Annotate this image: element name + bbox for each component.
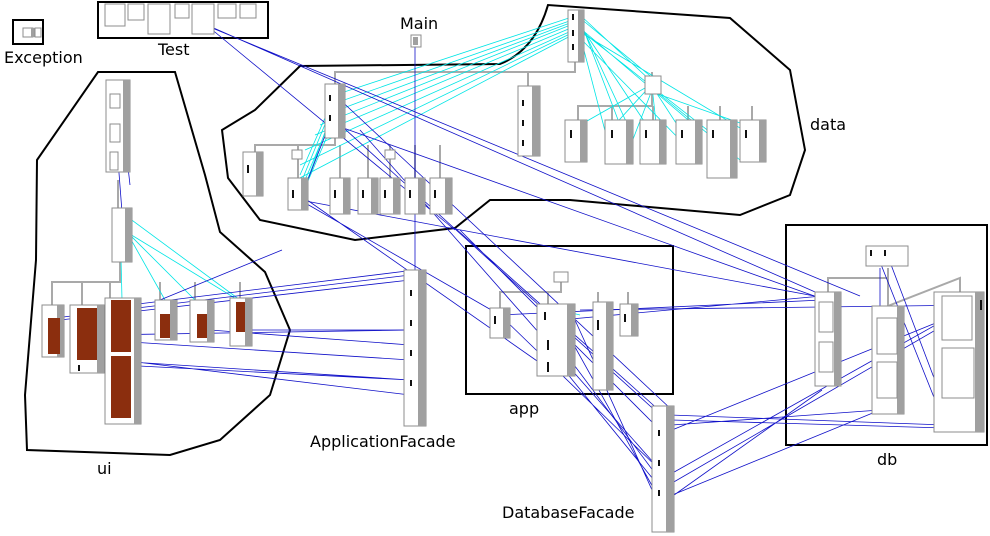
exception-label: Exception: [4, 48, 83, 67]
ui-widget-fills: [48, 300, 245, 418]
app-label: app: [509, 399, 539, 418]
package-labels: Exception Test Main data ui ApplicationF…: [4, 14, 897, 522]
ui-package-outline: [23, 71, 292, 457]
database-facade-label: DatabaseFacade: [502, 503, 634, 522]
ui-label: ui: [97, 459, 112, 478]
package-outlines: [12, 1, 988, 457]
db-label: db: [877, 450, 897, 469]
main-label: Main: [400, 14, 438, 33]
member-marks: [78, 14, 982, 496]
application-facade-label: ApplicationFacade: [310, 432, 456, 451]
app-package-box: [465, 245, 674, 395]
test-package-box: [97, 1, 269, 39]
class-boxes: [22, 3, 985, 533]
db-package-box: [785, 224, 988, 446]
test-label: Test: [157, 40, 190, 59]
inheritance-trees: [51, 62, 961, 310]
data-package-outline: [220, 3, 807, 242]
exception-package-box: [12, 19, 44, 45]
data-label: data: [810, 115, 846, 134]
blue-edges: [54, 21, 981, 513]
